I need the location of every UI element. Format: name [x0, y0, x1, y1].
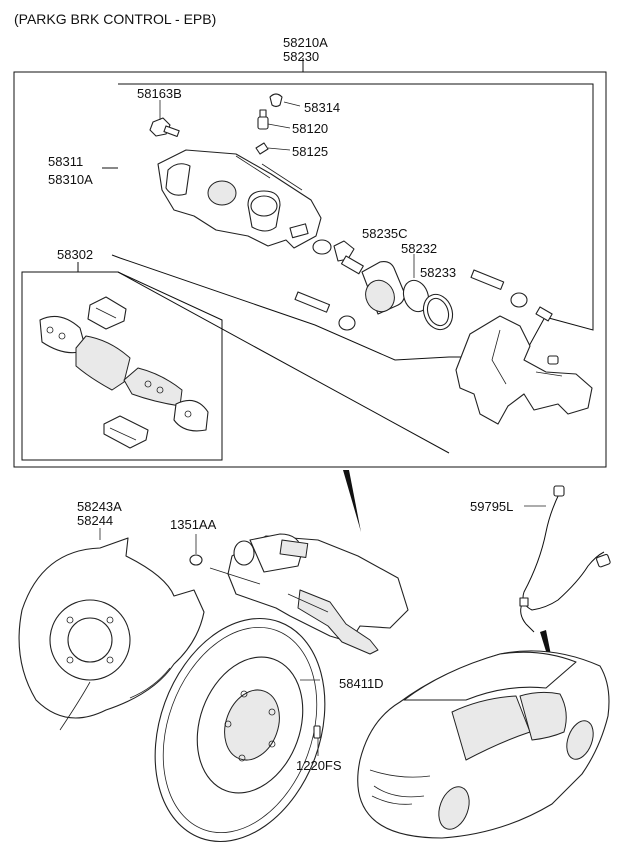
- bleeder-cap-part: [269, 93, 301, 108]
- wheel-speed-sensor-part: [519, 485, 611, 633]
- small-seal-ring: [312, 239, 332, 255]
- brake-disc-part: [154, 617, 326, 843]
- label-58314: 58314: [304, 100, 340, 115]
- nut-part: [189, 534, 203, 566]
- screw-part: [313, 725, 321, 756]
- car-illustration: [357, 650, 610, 839]
- caliper-bracket-part: [455, 315, 593, 425]
- label-58125: 58125: [292, 144, 328, 159]
- label-58120: 58120: [292, 121, 328, 136]
- piston-boot-part: [422, 293, 454, 331]
- label-58163B: 58163B: [137, 86, 182, 101]
- label-58311: 58311: [48, 154, 83, 169]
- bleeder-plug-part: [255, 142, 291, 155]
- label-1220FS: 1220FS: [296, 758, 342, 773]
- caliper-body-part: [157, 149, 322, 249]
- label-58310A: 58310A: [48, 172, 93, 187]
- label-58244: 58244: [77, 513, 113, 528]
- label-58210A: 58210A: [283, 35, 328, 50]
- label-58411D: 58411D: [339, 676, 384, 691]
- label-59795L: 59795L: [470, 499, 513, 514]
- pointer-wedge-caliper: [343, 470, 361, 532]
- label-58232: 58232: [401, 241, 437, 256]
- label-1351AA: 1351AA: [170, 517, 217, 532]
- dust-cover-part: [18, 528, 205, 731]
- piston-seal-part: [402, 279, 430, 313]
- guide-pin-right: [470, 269, 528, 308]
- guide-pin-lower: [294, 291, 356, 331]
- pin-boot-small: [535, 306, 553, 322]
- caliper-assembly-part: [209, 533, 409, 655]
- bleeder-bolt-part: [149, 100, 180, 137]
- label-58243A: 58243A: [77, 499, 122, 514]
- label-58230: 58230: [283, 49, 319, 64]
- pad-group-outline: [21, 271, 223, 461]
- label-58235C: 58235C: [362, 226, 408, 241]
- label-58302: 58302: [57, 247, 93, 262]
- label-58233: 58233: [420, 265, 456, 280]
- guide-pin-upper: [333, 240, 364, 275]
- piston-part: [361, 261, 405, 315]
- diagram-title: (PARKG BRK CONTROL - EPB): [14, 11, 216, 27]
- pad-kit-parts: [39, 296, 209, 449]
- bleeder-screw-part: [257, 109, 291, 130]
- caliper-assembly-frame: [13, 71, 607, 468]
